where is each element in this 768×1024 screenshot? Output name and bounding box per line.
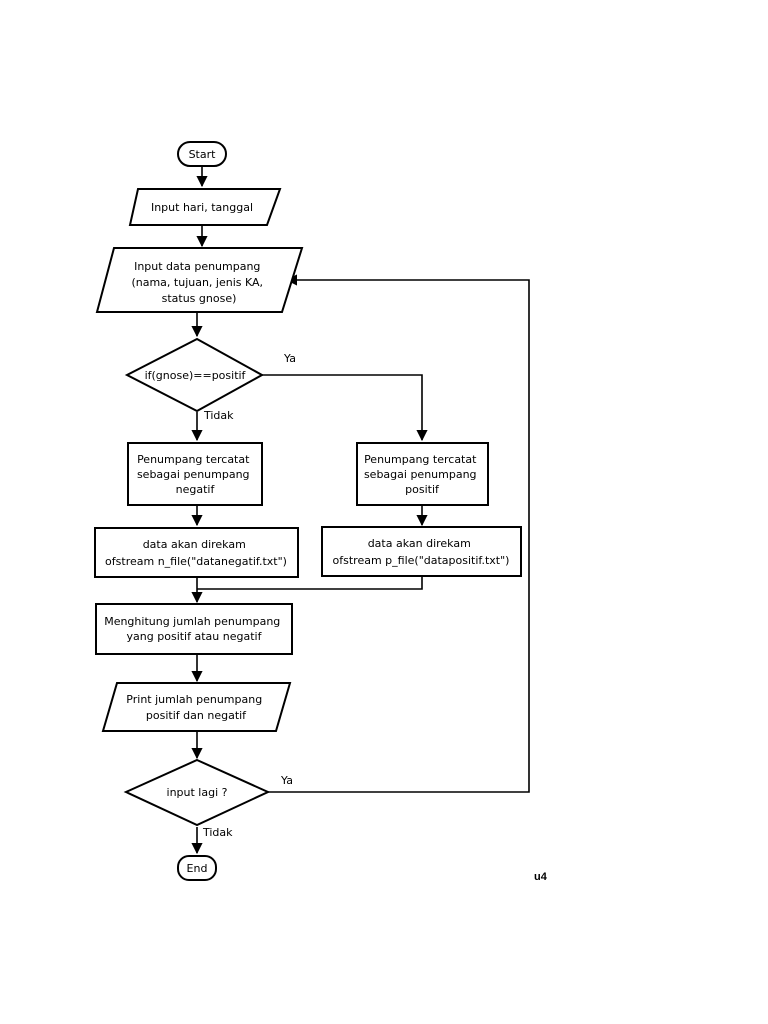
input-passenger-label: Input data penumpang (nama, tujuan, jeni…: [131, 260, 266, 305]
negative-file-process: data akan direkam ofstream n_file("datan…: [94, 527, 299, 578]
input-passenger-line-2: (nama, tujuan, jenis KA,: [131, 276, 263, 289]
count-process: Menghitung jumlah penumpang yang positif…: [95, 603, 293, 655]
negative-record-line-3: negatif: [176, 483, 216, 496]
positive-record-line-2: sebagai penumpang: [364, 468, 477, 481]
input-date-parallelogram: Input hari, tanggal: [128, 188, 282, 226]
positive-file-line-2: ofstream p_file("datapositif.txt"): [333, 554, 510, 567]
negative-file-line-2: ofstream n_file("datanegatif.txt"): [105, 555, 287, 568]
print-parallelogram: Print jumlah penumpang positif dan negat…: [101, 682, 292, 732]
positive-record-line-1: Penumpang tercatat: [364, 453, 477, 466]
decision-gnose-no-label: Tidak: [203, 409, 234, 422]
decision-repeat-label: input lagi ?: [167, 786, 228, 799]
arrow-decision-yes-branch: [262, 374, 428, 442]
positive-file-label: data akan direkam ofstream p_file("datap…: [333, 537, 510, 567]
positive-file-line-1: data akan direkam: [368, 537, 471, 550]
positive-file-process: data akan direkam ofstream p_file("datap…: [321, 526, 522, 577]
start-label: Start: [189, 148, 217, 161]
input-passenger-parallelogram: Input data penumpang (nama, tujuan, jeni…: [95, 247, 304, 313]
positive-record-label: Penumpang tercatat sebagai penumpang pos…: [364, 453, 480, 496]
negative-record-line-1: Penumpang tercatat: [137, 453, 250, 466]
positive-record-process: Penumpang tercatat sebagai penumpang pos…: [356, 442, 489, 506]
negative-file-label: data akan direkam ofstream n_file("datan…: [105, 538, 287, 568]
print-line-2: positif dan negatif: [146, 709, 247, 722]
decision-repeat-no-label: Tidak: [202, 826, 233, 839]
connector-positive-file-merge: [197, 577, 423, 590]
print-line-1: Print jumlah penumpang: [126, 693, 262, 706]
count-line-1: Menghitung jumlah penumpang: [104, 615, 280, 628]
decision-gnose-yes-label: Ya: [283, 352, 296, 365]
decision-gnose-label: if(gnose)==positif: [145, 369, 247, 382]
input-passenger-line-1: Input data penumpang: [134, 260, 260, 273]
negative-record-line-2: sebagai penumpang: [137, 468, 250, 481]
print-label: Print jumlah penumpang positif dan negat…: [126, 693, 265, 722]
negative-record-process: Penumpang tercatat sebagai penumpang neg…: [127, 442, 263, 506]
page-label: u4: [534, 871, 548, 883]
negative-record-label: Penumpang tercatat sebagai penumpang neg…: [137, 453, 253, 496]
end-label: End: [187, 862, 208, 875]
count-label: Menghitung jumlah penumpang yang positif…: [104, 615, 284, 643]
decision-repeat-yes-label: Ya: [280, 774, 293, 787]
decision-gnose-diamond: if(gnose)==positif Ya Tidak: [124, 337, 296, 422]
decision-repeat-diamond: input lagi ? Ya Tidak: [123, 758, 293, 839]
input-passenger-line-3: status gnose): [162, 292, 237, 305]
negative-file-line-1: data akan direkam: [143, 538, 246, 551]
count-line-2: yang positif atau negatif: [127, 630, 263, 643]
input-date-label: Input hari, tanggal: [151, 201, 253, 214]
start-terminator: Start: [177, 141, 227, 167]
connectors: [191, 166, 530, 855]
end-terminator: End: [177, 855, 217, 881]
arrow-repeat-loop: [268, 274, 530, 793]
positive-record-line-3: positif: [405, 483, 440, 496]
